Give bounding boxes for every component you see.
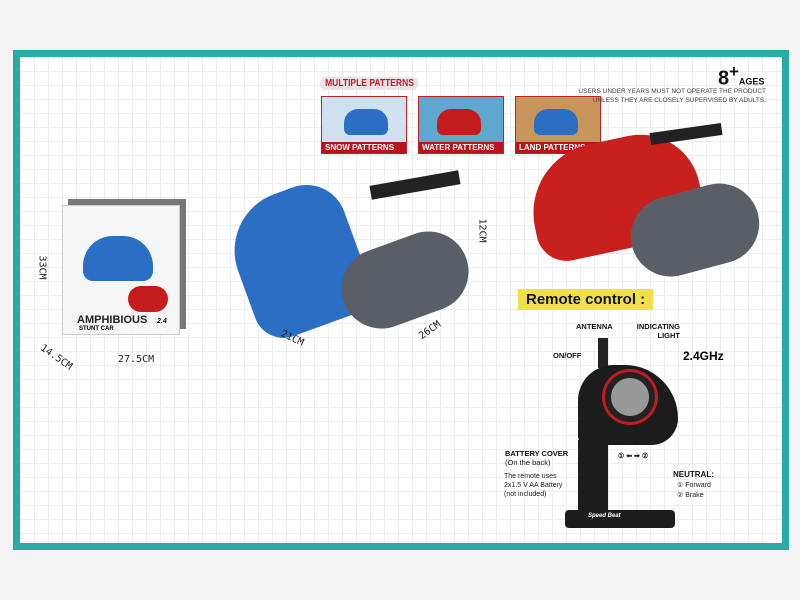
water-pattern-thumb: WATER PATTERNS (418, 96, 504, 154)
car-image (534, 109, 578, 135)
battery-cover-note: (On the back) (505, 458, 551, 467)
battery-cover-text: BATTERY COVER (505, 449, 569, 458)
warning-line-2: UNLESS THEY ARE CLOSELY SUPERVISED BY AD… (592, 97, 766, 104)
neutral-label: NEUTRAL: (673, 470, 714, 479)
remote-base (565, 510, 675, 528)
land-pattern-label: LAND PATTERNS (516, 142, 600, 153)
age-label: AGES (738, 76, 765, 87)
box-title: AMPHIBIOUS (77, 314, 148, 326)
battery-cover-label: BATTERY COVER(On the back) (505, 449, 568, 467)
battery-note: The remote uses 2x1.5 V AA Battery (not … (504, 473, 563, 498)
box-car-image (83, 236, 153, 281)
box-subtitle: STUNT CAR (79, 326, 114, 332)
age-badge: 8+AGES (718, 62, 764, 91)
car-image (437, 109, 481, 135)
car-image (344, 109, 388, 135)
snow-pattern-thumb: SNOW PATTERNS (321, 96, 407, 154)
forward-item: ① Forward (677, 482, 711, 489)
age-value: 8 (718, 67, 730, 90)
car-height: 12CM (476, 218, 488, 243)
box-badge: 2.4 (157, 318, 167, 325)
brake-item: ② Brake (677, 492, 704, 499)
remote-handle (578, 440, 608, 520)
forward-label: Forward (685, 482, 711, 489)
age-warning: USERS UNDER YEARS MUST NOT OPERATE THE P… (560, 87, 766, 105)
product-box: AMPHIBIOUS STUNT CAR 2.4 (62, 205, 180, 335)
frequency-label: 2.4GHz (683, 349, 724, 363)
steering-wheel (605, 372, 655, 422)
antenna-label: ANTENNA (576, 322, 613, 331)
direction-indicator: ① ⬅ ➡ ② (618, 453, 649, 460)
box-width: 27.5CM (118, 354, 155, 365)
brake-label: Brake (685, 492, 704, 499)
warning-line-1: USERS UNDER YEARS MUST NOT OPERATE THE P… (578, 88, 766, 95)
on-off-label: ON/OFF (553, 351, 582, 360)
box-car-image-red (128, 286, 168, 312)
water-pattern-label: WATER PATTERNS (419, 142, 503, 153)
antenna (598, 338, 608, 368)
age-plus: + (729, 62, 739, 81)
box-height: 33CM (36, 255, 48, 280)
remote-title: Remote control : (518, 289, 654, 310)
indicating-light-label: INDICATING LIGHT (636, 322, 680, 340)
remote-brand: Speed Beat (588, 513, 621, 519)
patterns-title: MULTIPLE PATTERNS (320, 77, 419, 90)
snow-pattern-label: SNOW PATTERNS (322, 142, 406, 153)
